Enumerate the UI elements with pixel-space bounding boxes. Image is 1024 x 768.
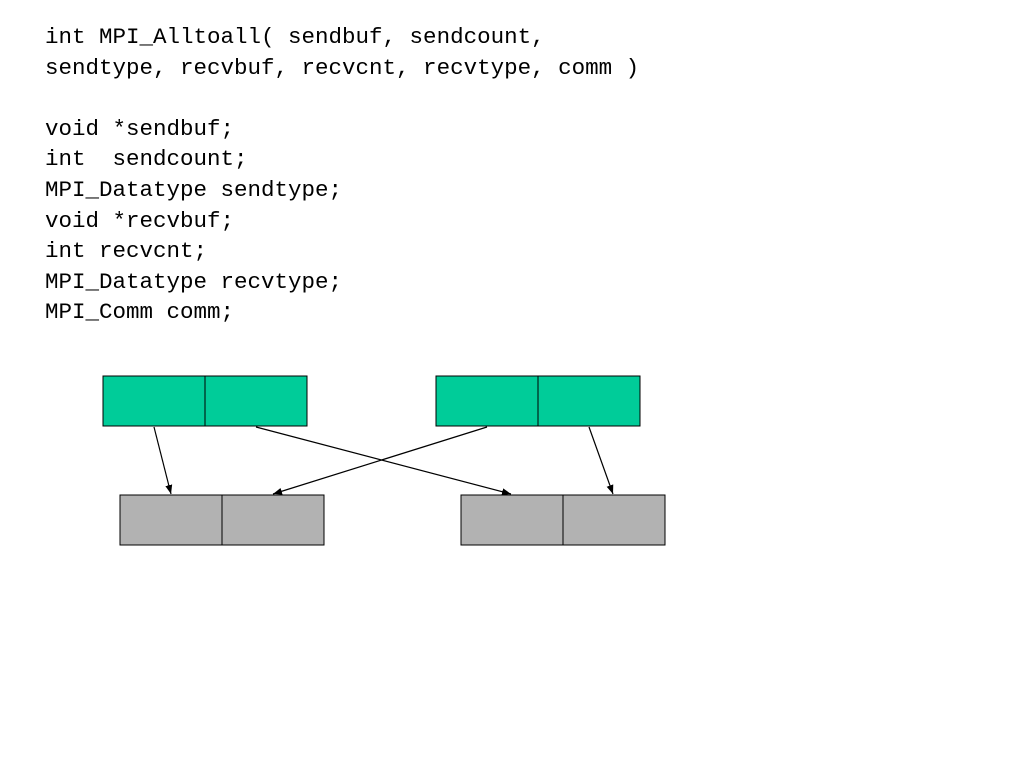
arrow-send1-cell0-to-recv0-cell1 [272,426,488,495]
code-line-1: int MPI_Alltoall( sendbuf, sendcount, [45,24,545,50]
code-line-9: MPI_Datatype recvtype; [45,268,343,295]
send-buffer-0-cell-1 [204,375,308,427]
code-line-2: sendtype, recvbuf, recvcnt, recvtype, co… [45,54,640,81]
recv-buffer-1 [460,494,666,546]
send-buffer-1-cell-1 [537,375,641,427]
recv-buffer-1-cell-0 [460,494,564,546]
send-buffer-0-cell-0 [102,375,206,427]
send-buffer-1-cell-0 [435,375,539,427]
code-line-7: void *recvbuf; [45,207,235,234]
recv-buffer-0 [119,494,325,546]
recv-buffer-0-cell-0 [119,494,223,546]
code-line-6: MPI_Datatype sendtype; [45,176,343,203]
code-line-4: void *sendbuf; [45,115,235,142]
code-line-8: int recvcnt; [45,238,208,265]
arrow-send0-cell0-to-recv0-cell0 [153,426,173,495]
recv-buffer-0-cell-1 [221,494,325,546]
recv-buffer-1-cell-1 [562,494,666,546]
send-buffer-0 [102,375,308,427]
arrow-send0-cell1-to-recv1-cell0 [255,426,512,496]
function-signature-code: int MPI_Alltoall( sendbuf, sendcount, sen… [45,22,639,328]
code-line-10: MPI_Comm comm; [45,299,235,326]
arrow-send1-cell1-to-recv1-cell1 [588,426,614,495]
send-buffer-1 [435,375,641,427]
code-line-5: int sendcount; [45,146,248,173]
